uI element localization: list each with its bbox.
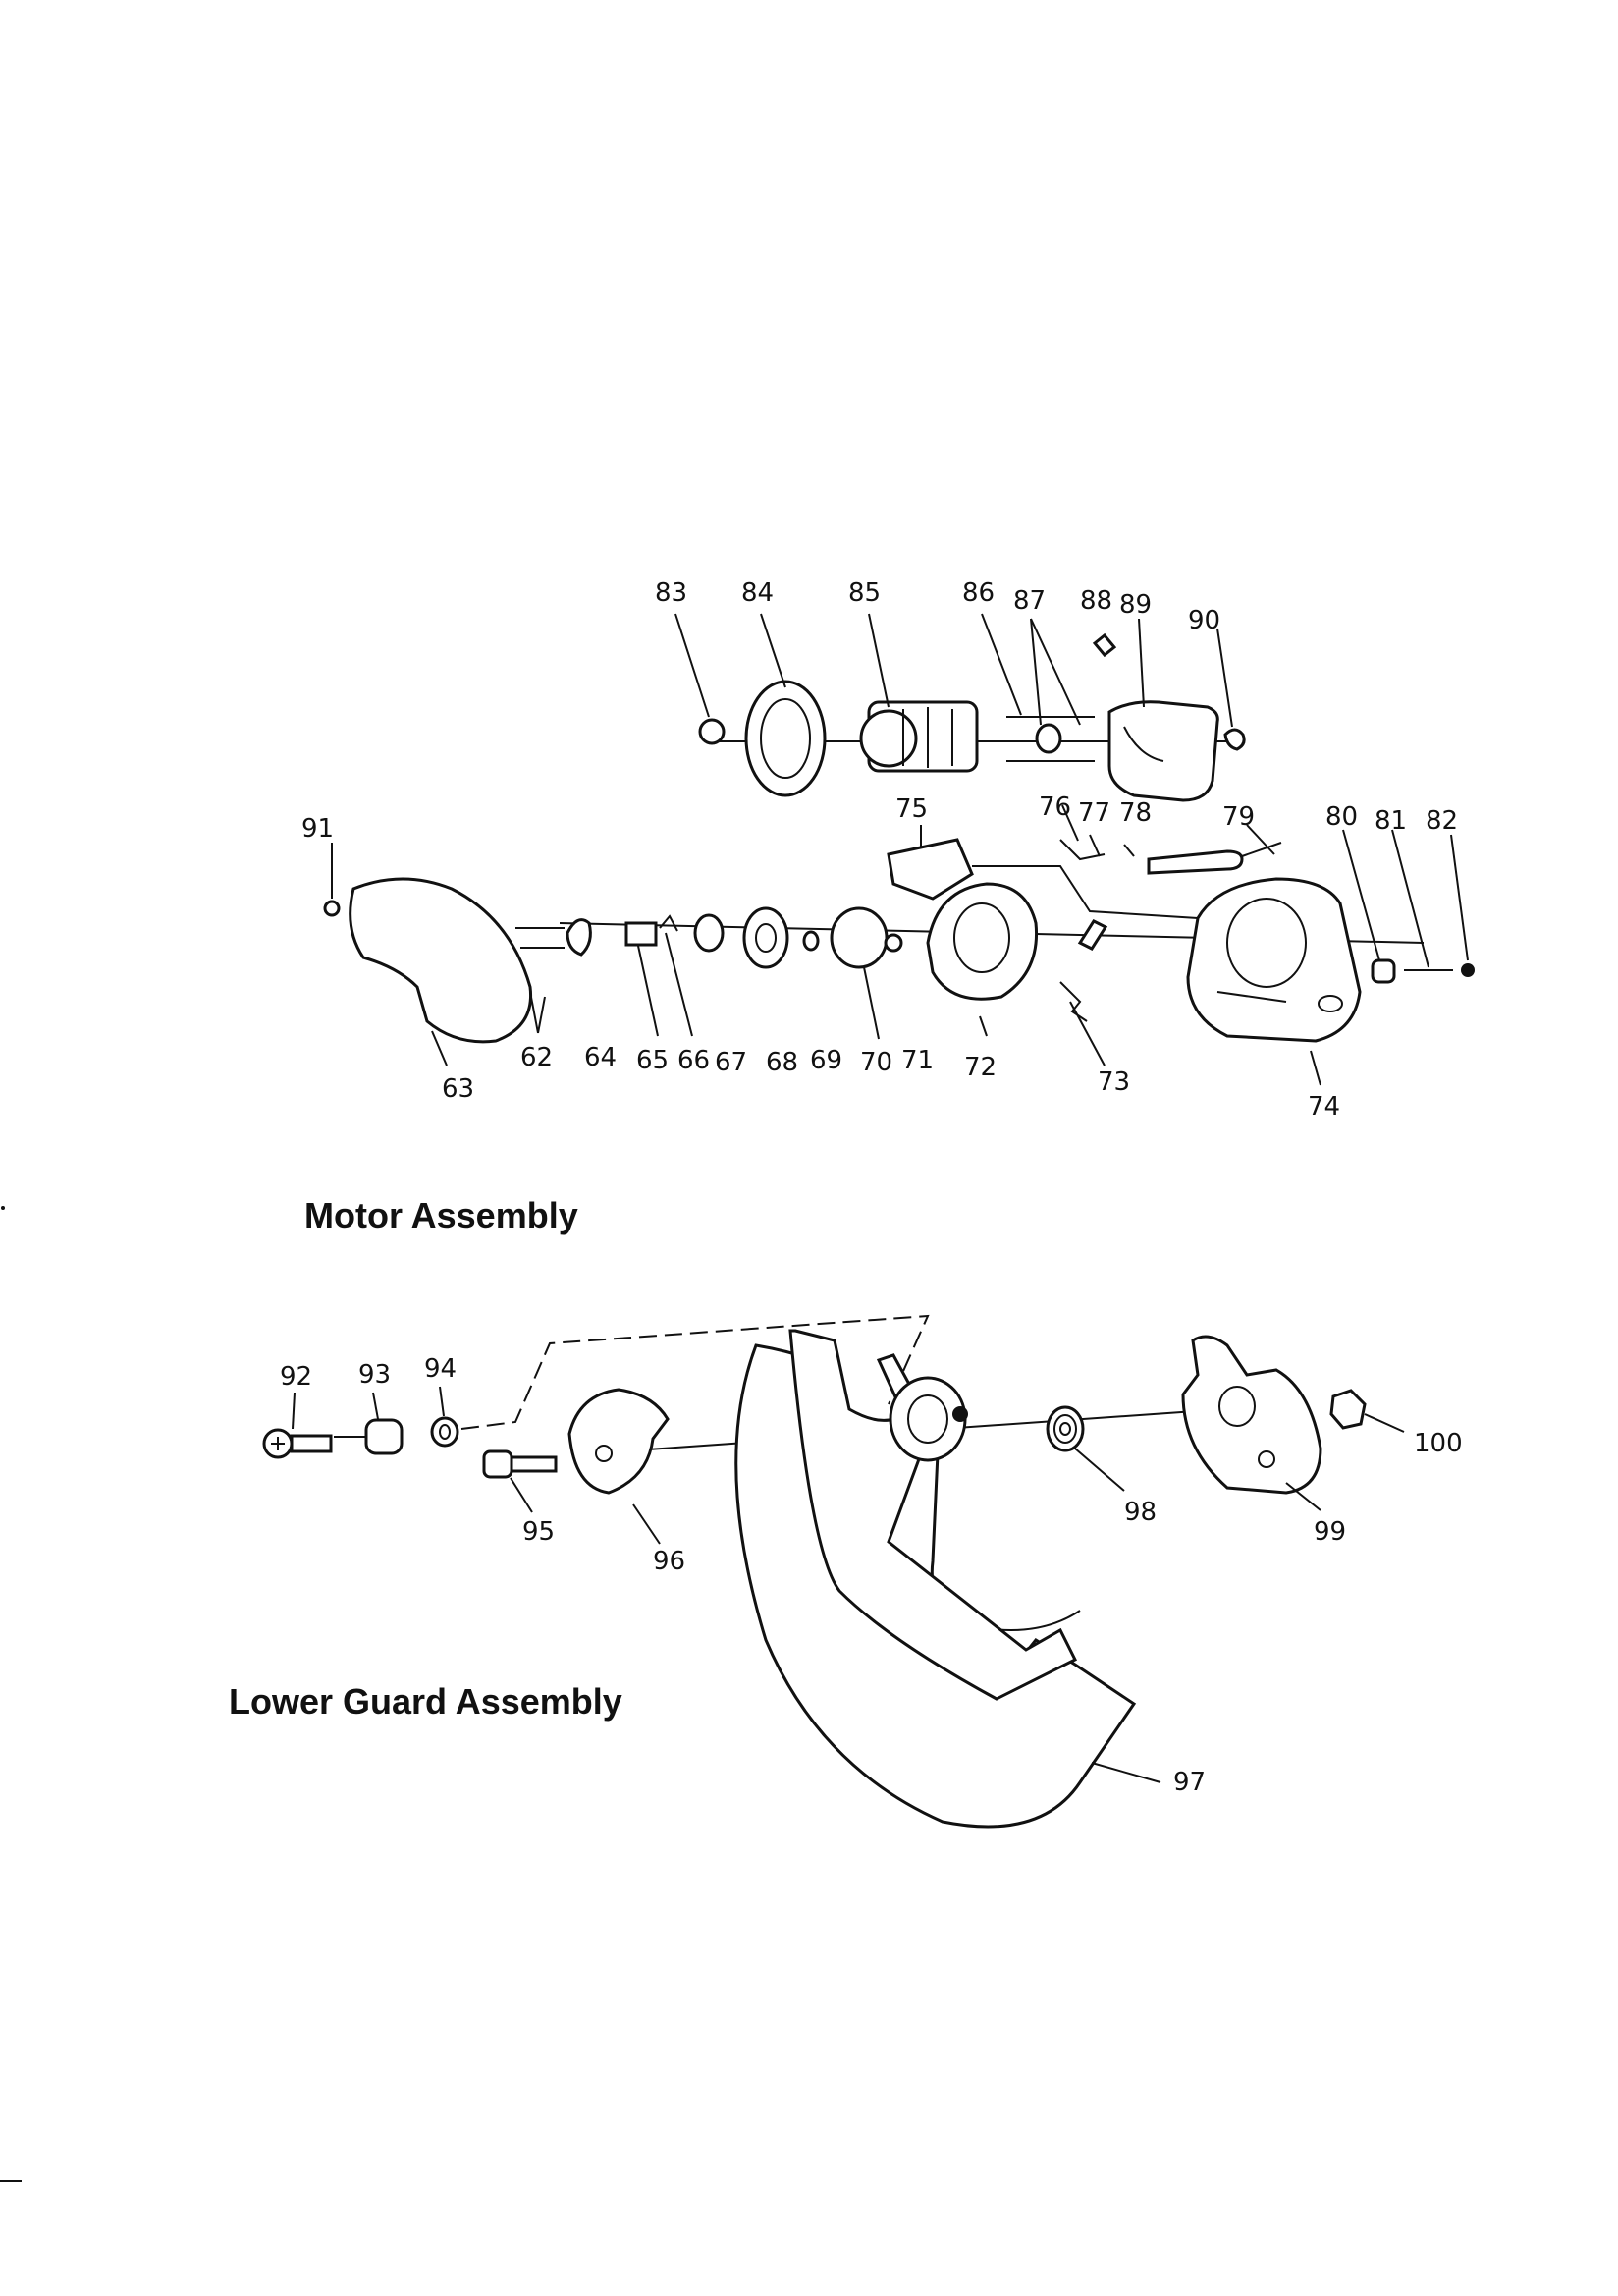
- part-72-endbell: [926, 882, 1039, 1001]
- callout-62: 62: [520, 1043, 553, 1072]
- callout-77: 77: [1078, 798, 1110, 828]
- part-66-actuator: [659, 914, 678, 932]
- part-80-brush-cap: [1371, 958, 1396, 984]
- callout-64: 64: [584, 1043, 617, 1072]
- part-75-switch: [887, 838, 974, 901]
- callout-80: 80: [1325, 802, 1358, 832]
- part-94-washer-inner: [439, 1424, 451, 1440]
- callout-73: 73: [1098, 1067, 1130, 1097]
- motor-callouts: 83 84 85 86 87 88 89 90 91 75 76 77 78 7…: [301, 578, 1458, 1121]
- callout-63: 63: [442, 1074, 474, 1104]
- part-79-cord-end: [1241, 842, 1282, 857]
- part-82-nut: [1461, 963, 1475, 977]
- callout-83: 83: [655, 578, 687, 608]
- part-94-washer: [430, 1416, 459, 1448]
- scan-mark: [1, 1206, 5, 1210]
- part-97-lower-guard: [734, 1329, 1137, 1829]
- part-84-ring-inner: [760, 698, 811, 779]
- callout-74: 74: [1308, 1092, 1340, 1121]
- callout-98: 98: [1124, 1498, 1157, 1527]
- part-90-clip: [1223, 728, 1246, 751]
- guard-dash-line: [460, 1314, 930, 1430]
- part-87-spacer: [1035, 723, 1062, 754]
- callout-86: 86: [962, 578, 995, 608]
- part-84-ring: [744, 680, 827, 797]
- callout-85: 85: [848, 578, 881, 608]
- callout-81: 81: [1375, 806, 1407, 836]
- callout-70: 70: [860, 1048, 892, 1077]
- callout-99: 99: [1314, 1517, 1346, 1547]
- part-65-switch: [624, 921, 658, 947]
- callout-76: 76: [1039, 793, 1071, 822]
- callout-82: 82: [1426, 806, 1458, 836]
- callout-84: 84: [741, 578, 774, 608]
- lower-guard-assembly-title: Lower Guard Assembly: [229, 1681, 622, 1722]
- callout-78: 78: [1119, 798, 1152, 828]
- callout-75: 75: [895, 794, 928, 824]
- part-93-bushing: [364, 1418, 404, 1455]
- callout-68: 68: [766, 1048, 798, 1077]
- part-78-clamp: [1123, 844, 1135, 857]
- part-85-armature: [859, 700, 979, 773]
- motor-assembly: 83 84 85 86 87 88 89 90 91 75 76 77 78 7…: [301, 578, 1475, 1235]
- callout-91: 91: [301, 814, 334, 844]
- part-89-stator: [1107, 700, 1219, 802]
- callout-69: 69: [810, 1046, 842, 1075]
- callout-72: 72: [964, 1053, 997, 1082]
- callout-88: 88: [1080, 586, 1112, 616]
- callout-100: 100: [1414, 1429, 1463, 1458]
- guard-leader-lines: [292, 1386, 1405, 1783]
- part-91-screw: [323, 900, 341, 917]
- part-88-brush: [1092, 632, 1117, 658]
- part-71-nut: [884, 933, 903, 953]
- lower-guard-assembly: 92 93 94 95 96 97 98 99 100 Lower Guard …: [229, 1314, 1463, 1829]
- part-99-bracket: [1181, 1335, 1322, 1495]
- part-64-plate: [566, 918, 592, 957]
- switch-wire: [972, 865, 1199, 919]
- callout-71: 71: [901, 1046, 934, 1075]
- part-96-plate: [567, 1388, 670, 1495]
- part-68-bearing-inner: [755, 923, 777, 953]
- part-76-wire: [1059, 839, 1106, 861]
- part-70-fan: [830, 906, 889, 969]
- part-72-endbell-inner: [953, 902, 1010, 973]
- part-73-brush-holder: [1077, 919, 1108, 951]
- callout-67: 67: [715, 1048, 747, 1077]
- callout-93: 93: [358, 1360, 391, 1390]
- motor-assembly-title: Motor Assembly: [304, 1195, 578, 1235]
- callout-92: 92: [280, 1362, 312, 1392]
- callout-97: 97: [1173, 1768, 1206, 1797]
- callout-89: 89: [1119, 590, 1152, 620]
- part-95-bolt: [482, 1449, 558, 1479]
- guard-callouts: 92 93 94 95 96 97 98 99 100: [280, 1354, 1463, 1797]
- callout-66: 66: [677, 1046, 710, 1075]
- part-68-bearing: [742, 906, 789, 969]
- part-96-plate-hole: [595, 1445, 613, 1462]
- part-83-bearing: [698, 718, 726, 745]
- part-92-screw: [262, 1428, 333, 1459]
- part-63-shroud: [349, 877, 533, 1044]
- part-79-cord: [1147, 849, 1244, 875]
- callout-96: 96: [653, 1547, 685, 1576]
- part-67-washer: [693, 913, 725, 953]
- callout-95: 95: [522, 1517, 555, 1547]
- callout-90: 90: [1188, 606, 1220, 635]
- part-74-housing: [1186, 877, 1362, 1043]
- callout-65: 65: [636, 1046, 669, 1075]
- callout-94: 94: [424, 1354, 457, 1384]
- motor-leader-lines: [331, 613, 1469, 1086]
- part-73-spring: [1059, 981, 1088, 1022]
- callout-79: 79: [1222, 802, 1255, 832]
- callout-87: 87: [1013, 586, 1046, 616]
- part-98-spring: [1046, 1405, 1085, 1452]
- part-100-nut: [1329, 1389, 1367, 1430]
- part-69-ring: [802, 930, 820, 952]
- part-77-spring: [1089, 834, 1101, 857]
